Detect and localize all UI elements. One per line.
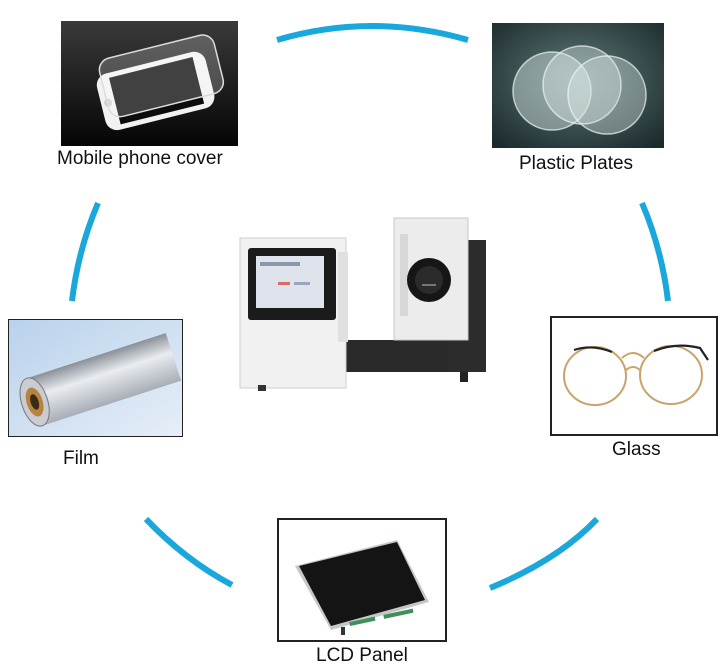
lcd-panel-icon	[279, 520, 445, 640]
plastic-discs-icon	[492, 23, 664, 148]
film-label: Film	[63, 448, 99, 469]
mobile-phone-cover-label: Mobile phone cover	[57, 148, 223, 169]
lcd-panel-image	[277, 518, 447, 642]
phone-screen-protector-icon	[61, 21, 238, 146]
plastic-plates-label: Plastic Plates	[519, 153, 634, 174]
instrument-image	[234, 212, 496, 394]
haze-meter-instrument-icon	[239, 217, 486, 391]
eyeglasses-icon	[552, 318, 716, 434]
arc-upper-right	[639, 201, 671, 302]
arc-lower-left	[143, 516, 234, 588]
glass-label: Glass	[612, 439, 661, 460]
arc-top	[276, 23, 469, 43]
film-image	[8, 319, 183, 437]
arc-upper-left	[69, 201, 101, 302]
lcd-panel-label: LCD Panel	[316, 645, 408, 666]
mobile-phone-cover-image	[61, 21, 238, 146]
arc-lower-right	[488, 516, 600, 591]
plastic-plates-image	[492, 23, 664, 148]
glass-image	[550, 316, 718, 436]
film-roll-icon	[9, 320, 182, 436]
